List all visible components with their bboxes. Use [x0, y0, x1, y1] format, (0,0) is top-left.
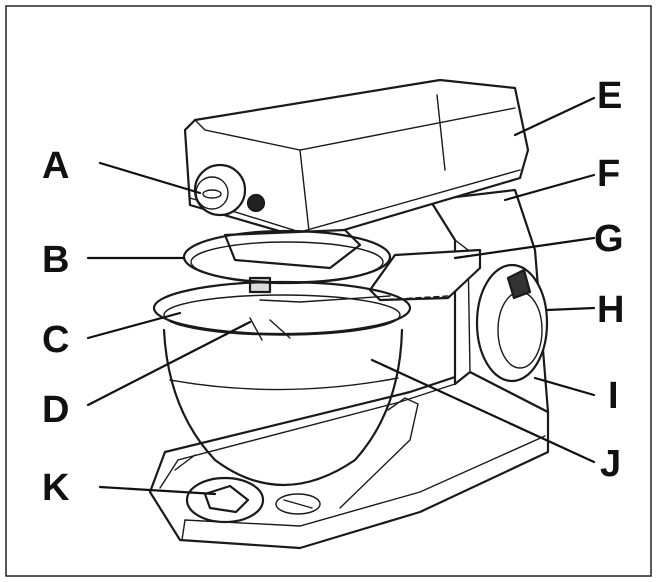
- callout-c: C: [42, 319, 69, 361]
- leader-c: [88, 313, 180, 338]
- callout-a: A: [42, 145, 69, 187]
- leader-a: [100, 163, 200, 193]
- callout-b: B: [42, 239, 69, 281]
- mixer-base: [150, 372, 548, 548]
- callout-i: I: [608, 375, 619, 417]
- callout-h: H: [597, 289, 624, 331]
- outlet-cover: [477, 265, 547, 381]
- callout-k: K: [42, 467, 70, 509]
- callout-e: E: [597, 75, 622, 117]
- callout-j: J: [600, 443, 621, 485]
- leader-e: [515, 98, 594, 135]
- callout-d: D: [42, 389, 69, 431]
- callout-f: F: [597, 153, 620, 195]
- leader-h: [547, 308, 594, 310]
- callout-g: G: [594, 218, 624, 260]
- leader-d: [88, 322, 250, 405]
